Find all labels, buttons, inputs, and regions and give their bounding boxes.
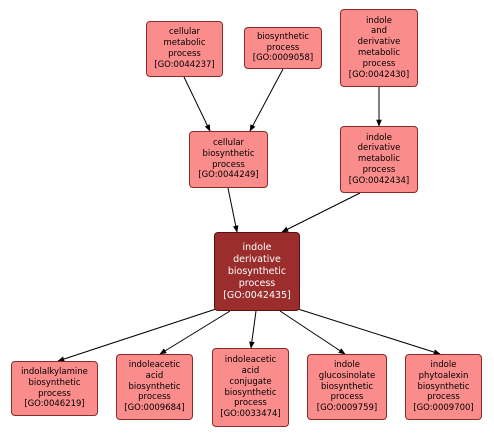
node-line: indole <box>334 360 360 370</box>
node-line: metabolic <box>163 38 206 49</box>
node-line: glucosinolate <box>318 370 376 381</box>
edge-0042435-to-0009759 <box>279 310 346 355</box>
node-line: conjugate <box>229 376 272 387</box>
node-line: biosynthetic <box>227 265 287 277</box>
node-line: process <box>212 159 245 170</box>
node-line: process <box>238 277 276 289</box>
node-line: process <box>266 42 300 53</box>
node-go-0042430[interactable]: indole and derivative metabolic process … <box>340 9 418 87</box>
node-line: process <box>330 392 364 403</box>
node-go-0046219[interactable]: indolalkylamine biosynthetic process [GO… <box>11 361 98 416</box>
node-line: biosynthetic <box>128 381 181 392</box>
node-line: [GO:0009684] <box>124 403 185 414</box>
node-line: metabolic <box>357 48 401 58</box>
node-line: [GO:0009058] <box>252 53 314 64</box>
node-line: [GO:0046219] <box>24 399 85 410</box>
node-line: and <box>371 26 387 37</box>
node-line: biosynthetic <box>256 31 310 42</box>
node-go-0009058[interactable]: biosynthetic process [GO:0009058] <box>244 27 322 69</box>
node-line: indoleacetic <box>128 360 181 370</box>
node-go-0042434[interactable]: indole derivative metabolic process [GO:… <box>340 126 418 193</box>
node-line: metabolic <box>357 154 401 165</box>
node-line: indole <box>366 132 392 143</box>
node-go-0009684[interactable]: indoleacetic acid biosynthetic process [… <box>116 354 193 420</box>
node-line: biosynthetic <box>224 387 277 398</box>
node-line: cellular <box>212 137 245 148</box>
node-go-0033474[interactable]: indoleacetic acid conjugate biosynthetic… <box>212 348 289 427</box>
node-go-0009759[interactable]: indole glucosinolate biosynthetic proces… <box>307 354 387 420</box>
node-line: process <box>234 398 267 409</box>
node-line: derivative <box>357 143 401 154</box>
node-line: indole <box>366 15 392 26</box>
node-line: [GO:0042435] <box>223 289 291 301</box>
edge-0042434-to-0042435 <box>281 192 361 233</box>
node-line: [GO:0009700] <box>413 403 474 414</box>
node-line: biosynthetic <box>202 148 255 159</box>
node-go-0044249[interactable]: cellular biosynthetic process [GO:004424… <box>189 131 268 188</box>
node-line: [GO:0044237] <box>154 59 215 70</box>
node-go-0042435[interactable]: indole derivative biosynthetic process [… <box>214 232 300 311</box>
edge-0042435-to-0033474 <box>249 310 257 349</box>
edge-0009058-to-0044249 <box>249 68 284 132</box>
node-line: process <box>362 58 396 69</box>
node-line: biosynthetic <box>320 381 374 392</box>
node-line: indolalkylamine <box>21 366 88 377</box>
node-line: [GO:0042430] <box>348 69 410 80</box>
node-go-0009700[interactable]: indole phytoalexin biosynthetic process … <box>405 354 482 420</box>
node-line: process <box>168 49 201 59</box>
node-go-0044237[interactable]: cellular metabolic process [GO:0044237] <box>146 21 223 77</box>
edge-0044237-to-0044249 <box>183 76 211 132</box>
node-line: derivative <box>357 37 401 48</box>
node-line: [GO:0042434] <box>348 175 410 186</box>
node-line: [GO:0044249] <box>198 170 259 181</box>
node-line: biosynthetic <box>417 381 470 392</box>
node-line: biosynthetic <box>28 377 81 388</box>
node-line: process <box>38 388 71 399</box>
node-line: process <box>138 392 171 403</box>
node-line: indole <box>430 360 457 370</box>
edge-0044249-to-0042435 <box>227 187 239 233</box>
node-line: process <box>362 164 396 175</box>
edge-0042435-to-0046219 <box>57 308 217 362</box>
node-line: indole <box>242 241 272 253</box>
node-line: indoleacetic <box>224 355 277 366</box>
node-line: acid <box>145 370 164 381</box>
node-line: derivative <box>233 253 281 265</box>
edge-0042435-to-0009684 <box>159 310 231 355</box>
node-line: cellular <box>168 27 201 38</box>
edge-0042435-to-0009700 <box>297 308 441 355</box>
node-line: process <box>427 392 460 403</box>
node-line: acid <box>241 365 260 376</box>
node-line: phytoalexin <box>418 370 469 381</box>
node-line: [GO:0009759] <box>316 403 378 414</box>
node-line: [GO:0033474] <box>220 409 281 420</box>
